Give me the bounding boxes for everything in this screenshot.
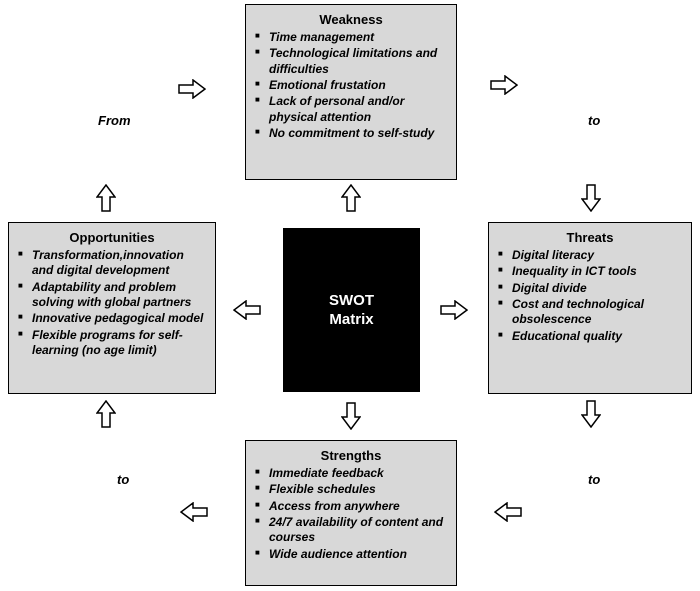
strengths-title: Strengths <box>320 448 382 463</box>
arrow-right-icon <box>440 300 468 320</box>
opportunities-item: Flexible programs for self-learning (no … <box>18 328 206 359</box>
opportunities-item: Transformation,innovation and digital de… <box>18 248 206 279</box>
strengths-list: Immediate feedback Flexible schedules Ac… <box>255 466 447 562</box>
strengths-item: Wide audience attention <box>255 547 447 562</box>
opportunities-title: Opportunities <box>69 230 155 245</box>
weakness-item: Emotional frustation <box>255 78 447 93</box>
threats-list: Digital literacy Inequality in ICT tools… <box>498 248 682 344</box>
arrow-up-icon <box>341 184 361 212</box>
weakness-item: Time management <box>255 30 447 45</box>
strengths-item: Access from anywhere <box>255 499 447 514</box>
strengths-box: Strengths Immediate feedback Flexible sc… <box>245 440 457 586</box>
opportunities-box: Opportunities Transformation,innovation … <box>8 222 216 394</box>
arrow-up-icon <box>96 184 116 212</box>
arrow-left-icon <box>233 300 261 320</box>
strengths-item: Flexible schedules <box>255 482 447 497</box>
strengths-item: 24/7 availability of content and courses <box>255 515 447 546</box>
arrow-left-icon <box>180 502 208 522</box>
opportunities-item: Innovative pedagogical model <box>18 311 206 326</box>
arrow-down-icon <box>581 184 601 212</box>
weakness-item: No commitment to self-study <box>255 126 447 141</box>
arrow-right-icon <box>178 79 206 99</box>
center-title-line1: SWOT <box>329 291 374 309</box>
weakness-list: Time management Technological limitation… <box>255 30 447 142</box>
to-label-top-right: to <box>588 113 601 128</box>
threats-item: Cost and technological obsolescence <box>498 297 682 328</box>
opportunities-item: Adaptability and problem solving with gl… <box>18 280 206 311</box>
threats-box: Threats Digital literacy Inequality in I… <box>488 222 692 394</box>
arrow-down-icon <box>581 400 601 428</box>
threats-item: Inequality in ICT tools <box>498 264 682 279</box>
weakness-item: Lack of personal and/or physical attenti… <box>255 94 447 125</box>
opportunities-list: Transformation,innovation and digital de… <box>18 248 206 359</box>
threats-item: Educational quality <box>498 329 682 344</box>
to-label-bottom-right: to <box>588 472 601 487</box>
arrow-up-icon <box>96 400 116 428</box>
arrow-right-icon <box>490 75 518 95</box>
threats-title: Threats <box>566 230 614 245</box>
to-label-bottom-left: to <box>117 472 130 487</box>
weakness-title: Weakness <box>319 12 383 27</box>
center-title-line2: Matrix <box>329 311 374 328</box>
arrow-left-icon <box>494 502 522 522</box>
weakness-box: Weakness Time management Technological l… <box>245 4 457 180</box>
threats-item: Digital literacy <box>498 248 682 263</box>
weakness-item: Technological limitations and difficulti… <box>255 46 447 77</box>
arrow-down-icon <box>341 402 361 430</box>
swot-matrix-center: SWOT Matrix <box>283 228 420 392</box>
from-label: From <box>98 113 131 128</box>
strengths-item: Immediate feedback <box>255 466 447 481</box>
threats-item: Digital divide <box>498 281 682 296</box>
